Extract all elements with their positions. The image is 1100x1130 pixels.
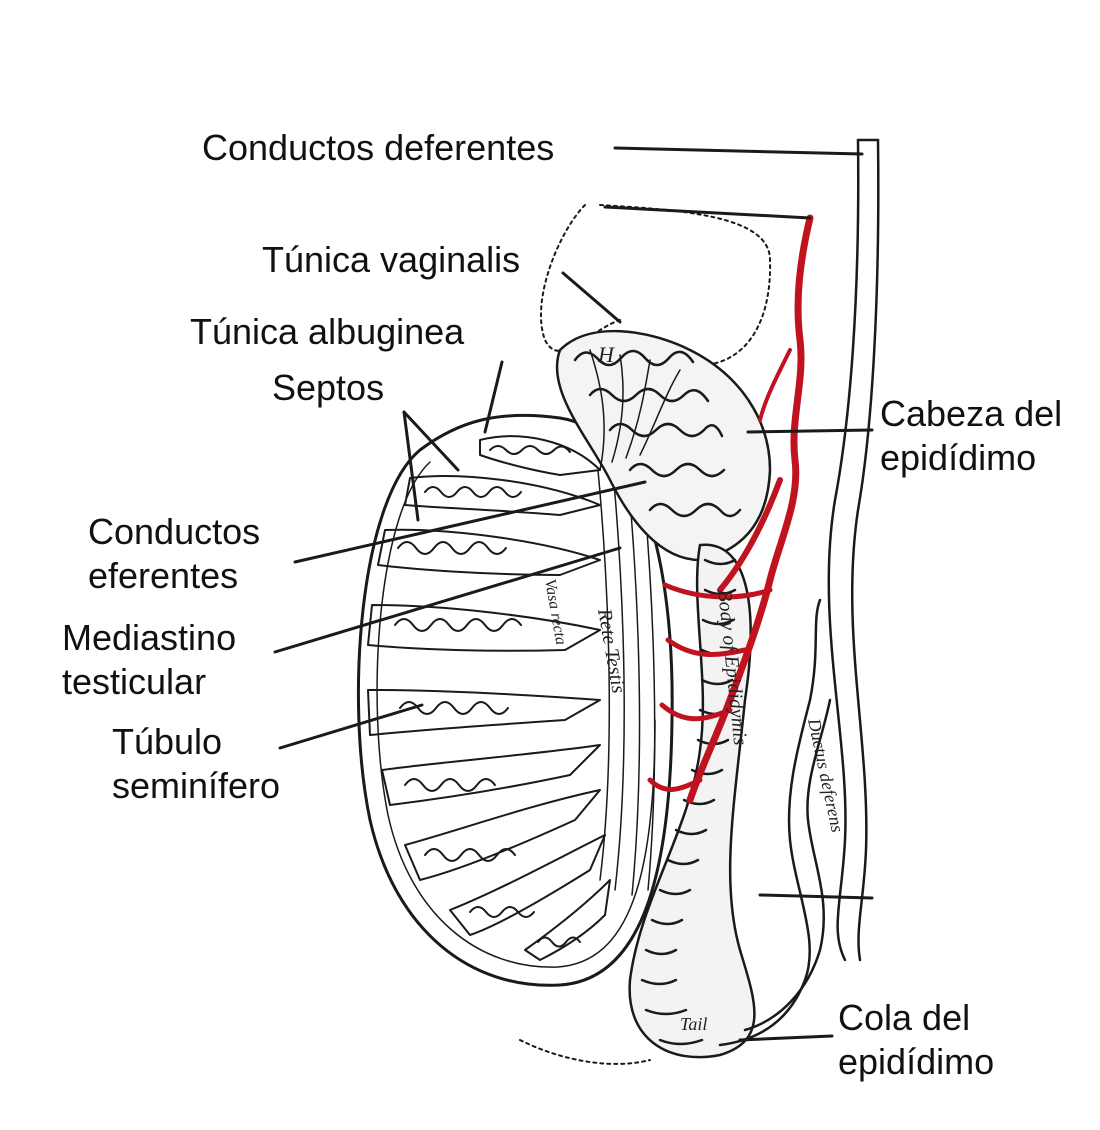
engraved-tail: Tail	[680, 1014, 707, 1034]
label-tunica-vaginalis: Túnica vaginalis	[262, 238, 520, 282]
engraved-vasa-recta: Vasa recta	[541, 578, 569, 646]
leader-cabeza	[748, 430, 872, 432]
leader-conductos-eferentes	[295, 482, 645, 562]
leader-septos-2	[404, 412, 458, 470]
engraved-head: H	[597, 342, 615, 367]
epididymis-head	[557, 331, 770, 560]
label-conductos-eferentes: Conductos eferentes	[88, 510, 260, 598]
label-tubulo-seminifero: Túbulo seminífero	[112, 720, 280, 808]
leader-conductos-deferentes	[615, 148, 862, 154]
label-tunica-albuginea: Túnica albuginea	[190, 310, 464, 354]
leader-tunica-albuginea	[485, 362, 502, 432]
label-septos: Septos	[272, 366, 384, 410]
testicular-lobules	[368, 436, 610, 960]
label-conductos-deferentes: Conductos deferentes	[202, 126, 554, 170]
label-cabeza-epididimo: Cabeza del epidídimo	[880, 392, 1062, 480]
leader-tunica-vaginalis	[563, 273, 620, 322]
leader-ductus-lower	[760, 895, 872, 898]
label-cola-epididimo: Cola del epidídimo	[838, 996, 994, 1084]
leader-tubulo	[280, 705, 422, 748]
label-mediastino-testicular: Mediastino testicular	[62, 616, 236, 704]
